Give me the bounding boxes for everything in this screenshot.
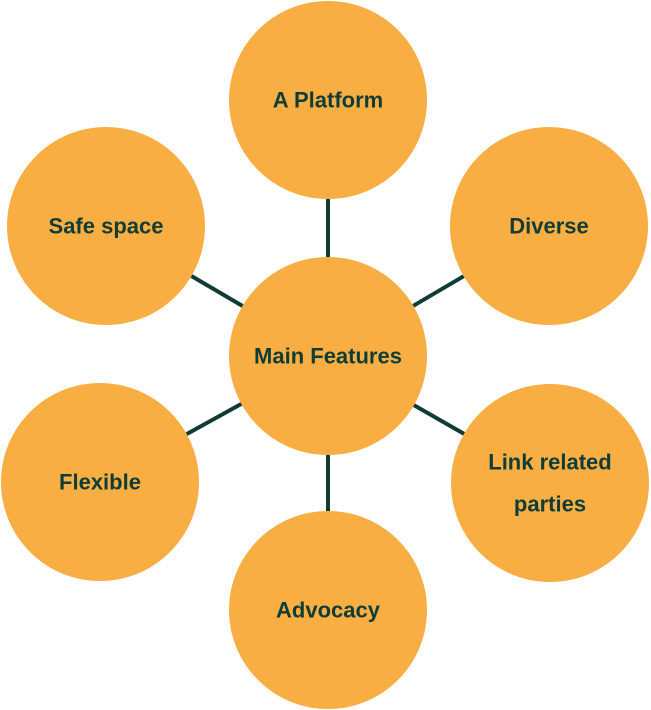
node-diverse: Diverse (450, 127, 648, 325)
node-advocacy: Advocacy (229, 511, 427, 709)
node-safe-space-circle (7, 127, 205, 325)
node-link-related-parties-label: Link related (488, 450, 611, 475)
node-a-platform-label: A Platform (273, 88, 383, 113)
node-link-related-parties-label: parties (514, 492, 586, 517)
connector-flexible (185, 402, 243, 436)
connector-safe-space (190, 274, 244, 308)
node-link-related-parties: Link related parties (451, 384, 649, 582)
node-advocacy-label: Advocacy (276, 598, 381, 623)
node-flexible: Flexible (1, 383, 199, 581)
connector-diverse (412, 274, 465, 308)
center-node: Main Features (229, 257, 427, 455)
connectors (185, 199, 466, 511)
node-flexible-circle (1, 383, 199, 581)
node-advocacy-circle (229, 511, 427, 709)
node-diverse-label: Diverse (509, 214, 589, 239)
node-safe-space-label: Safe space (49, 214, 164, 239)
connector-link-related-parties (412, 403, 466, 436)
center-node-label: Main Features (254, 344, 402, 369)
node-safe-space: Safe space (7, 127, 205, 325)
center-node-circle (229, 257, 427, 455)
node-a-platform-circle (229, 1, 427, 199)
node-diverse-circle (450, 127, 648, 325)
node-flexible-label: Flexible (59, 470, 141, 495)
node-a-platform: A Platform (229, 1, 427, 199)
node-link-related-parties-circle (451, 384, 649, 582)
